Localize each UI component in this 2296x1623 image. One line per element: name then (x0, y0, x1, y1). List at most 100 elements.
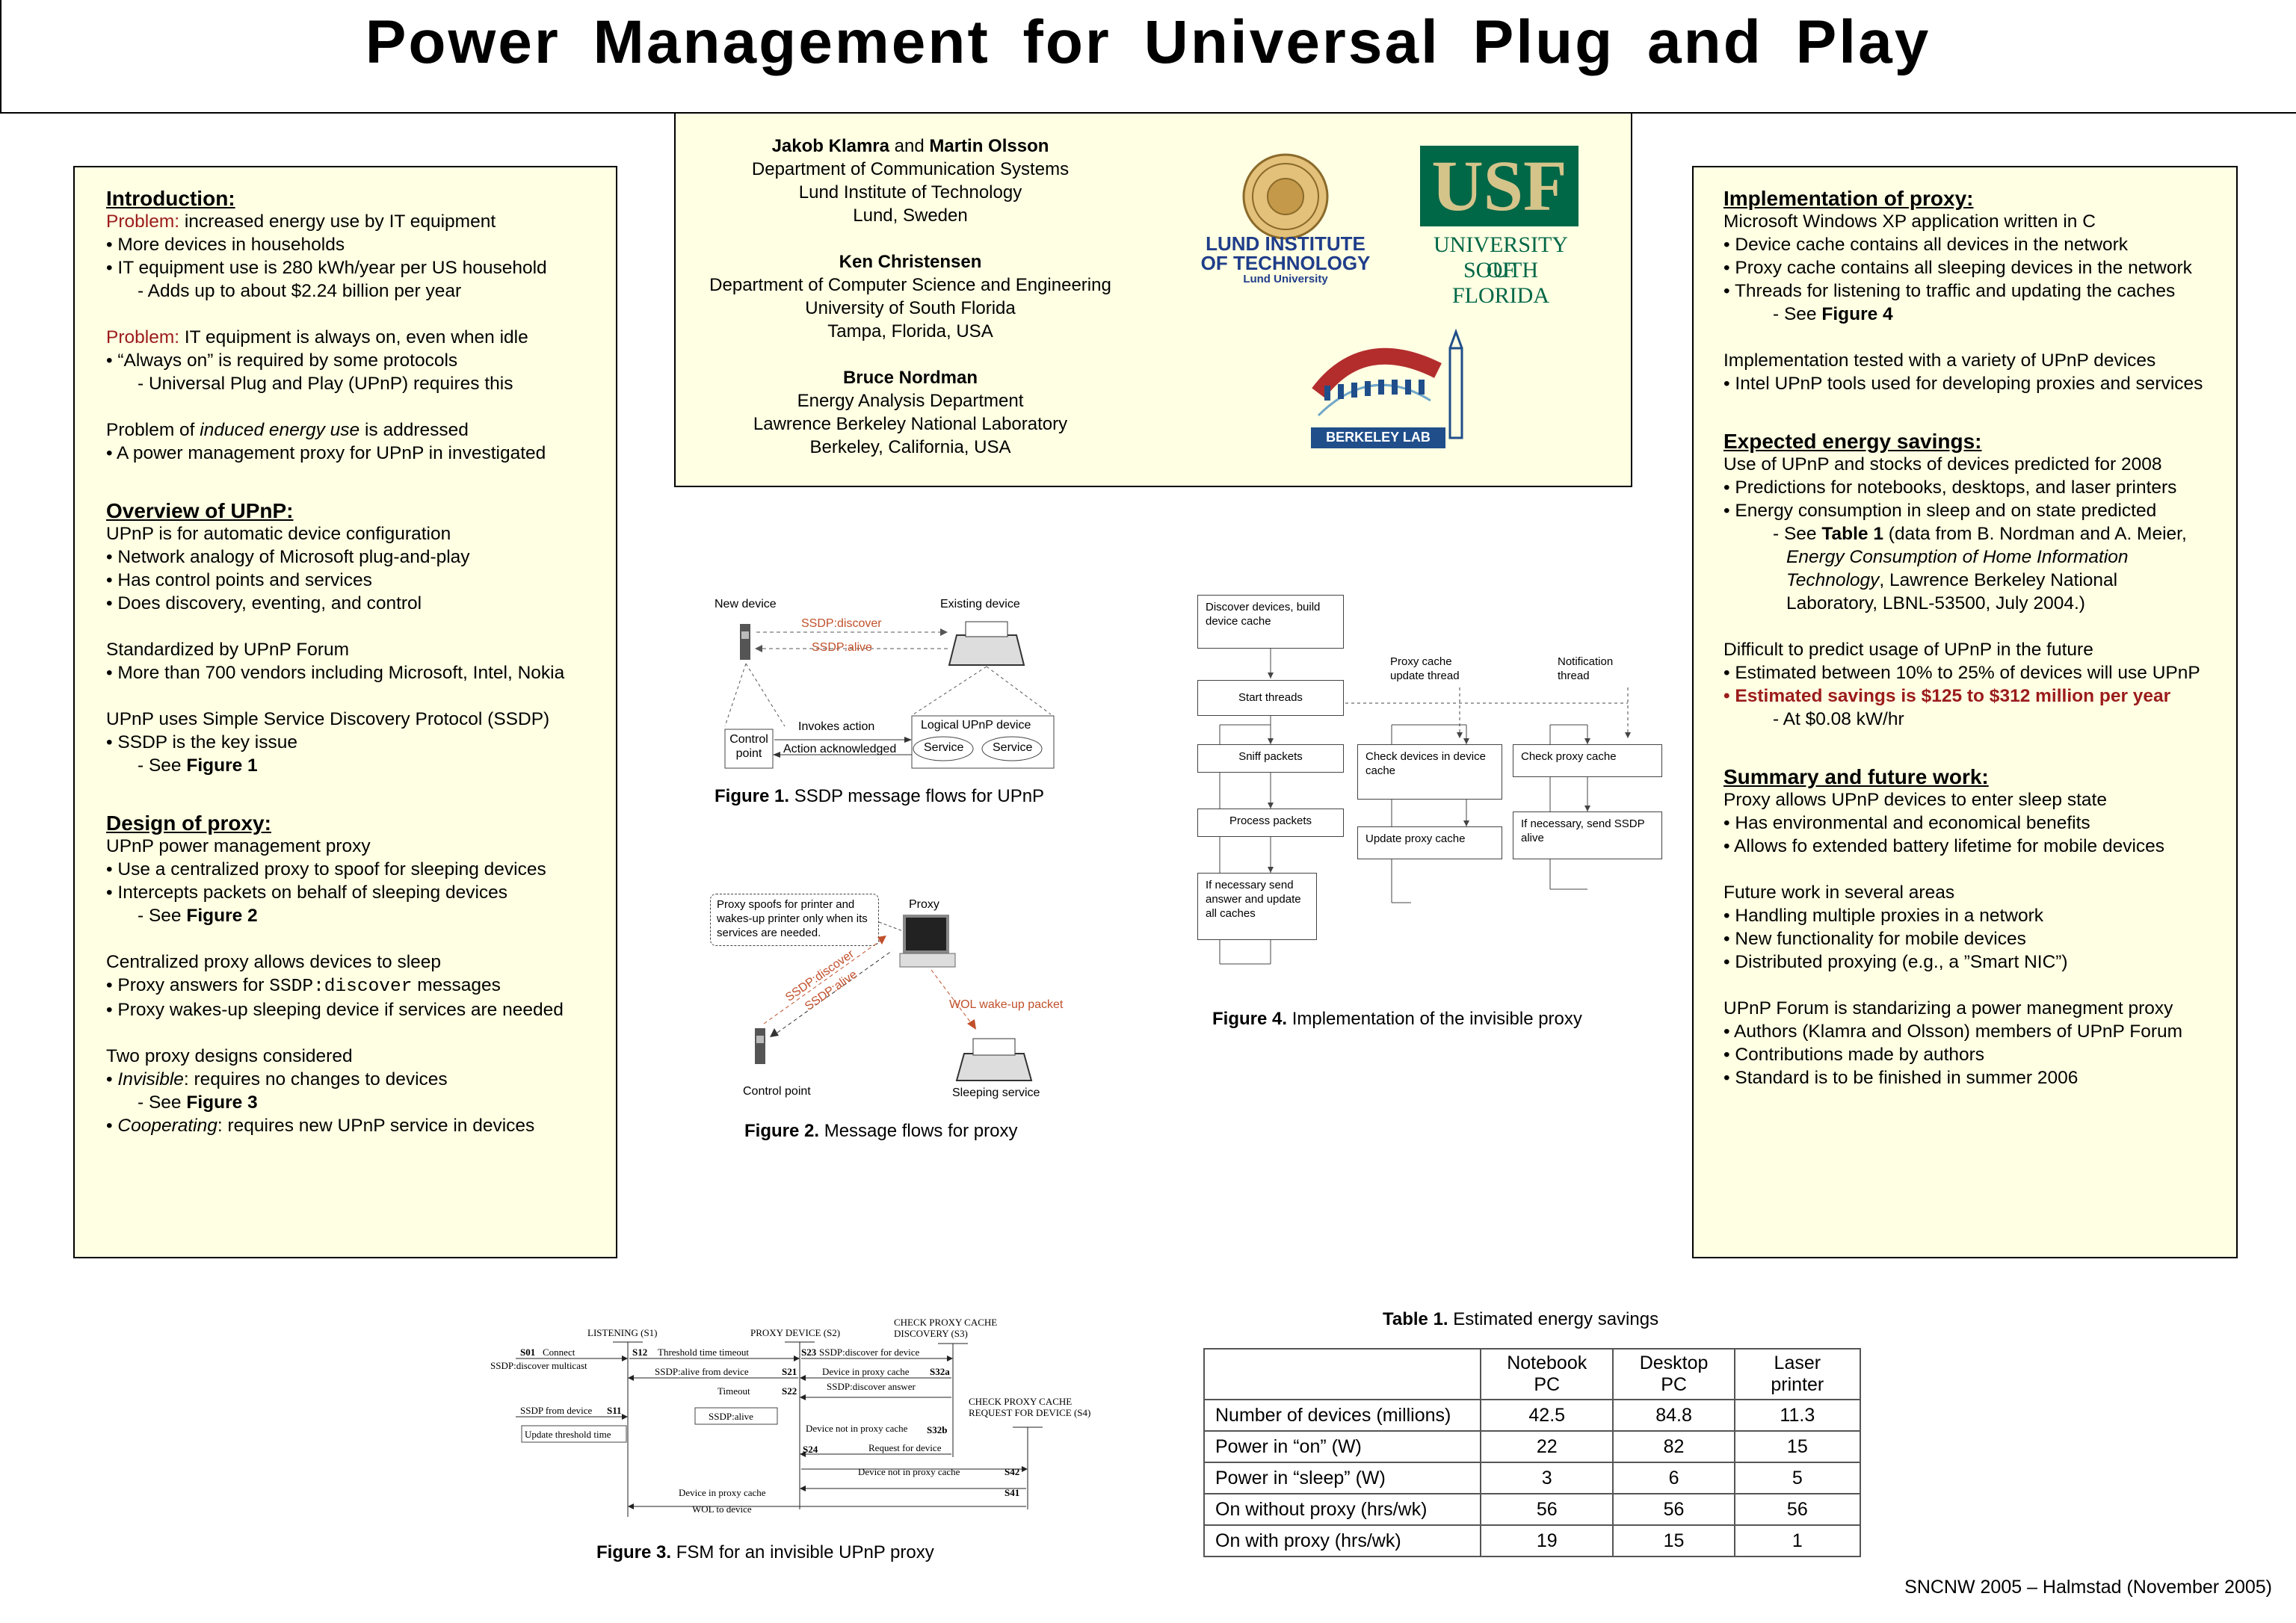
table-header: Laser printer (1733, 1348, 1862, 1400)
invokes-action-label: Invokes action (798, 720, 875, 733)
energy-table: Notebook PC Desktop PC Laser printer Num… (1203, 1348, 1862, 1557)
figure-1-caption: Figure 1. SSDP message flows for UPnP (715, 786, 1045, 806)
intro-bullet: • IT equipment use is 280 kWh/year per U… (106, 258, 547, 278)
savings-bullet: • Estimated between 10% to 25% of device… (1723, 663, 2200, 683)
overview-bullet: • Network analogy of Microsoft plug-and-… (106, 547, 470, 567)
impl-bullet: • Intel UPnP tools used for developing p… (1723, 374, 2203, 394)
printer-icon (955, 1053, 1033, 1081)
table-cell: 84.8 (1612, 1399, 1735, 1432)
savings-bullet: • Predictions for notebooks, desktops, a… (1723, 477, 2177, 498)
lund-name-3: Lund University (1243, 273, 1328, 285)
table-cell: 19 (1479, 1524, 1614, 1557)
design-line: Two proxy designs considered (106, 1046, 353, 1066)
table-cell: 56 (1479, 1493, 1614, 1526)
lund-name-1: LUND INSTITUTE (1206, 232, 1365, 255)
control-point-label: Control point (743, 1085, 811, 1098)
usf-mark (1420, 146, 1578, 226)
table-row: On without proxy (hrs/wk) 56 56 56 (1203, 1493, 1862, 1526)
design-subbullet: - See Figure 3 (138, 1092, 258, 1113)
impl-bullet: • Threads for listening to traffic and u… (1723, 281, 2176, 301)
summary-bullet: • Contributions made by authors (1723, 1045, 1985, 1065)
figure-2-caption: Figure 2. Message flows for proxy (744, 1121, 1018, 1141)
berkeley-logo: BERKELEY LAB (1311, 326, 1490, 453)
transition-label: SSDP:discover answer (827, 1381, 916, 1392)
phone-icon (755, 1028, 765, 1064)
summary-line: UPnP Forum is standarizing a power maneg… (1723, 998, 2173, 1018)
transition-id: S21 (782, 1366, 797, 1377)
impl-subbullet: - See Figure 4 (1773, 304, 1893, 324)
design-bullet: • Intercepts packets on behalf of sleepi… (106, 882, 508, 903)
figure-1-diagram (724, 621, 1055, 769)
table-cell: 42.5 (1479, 1399, 1614, 1432)
berkeley-lab-icon (1311, 328, 1463, 448)
ssdp-discover-label: SSDP:discover (801, 617, 882, 630)
savings-reference: Laboratory, LBNL-53500, July 2004.) (1786, 593, 2085, 613)
notification-thread-label: Notification thread (1558, 655, 1614, 682)
design-bullet: • Invisible: requires no changes to devi… (106, 1069, 448, 1089)
transition-label: Update threshold time (525, 1429, 611, 1440)
transition-label: WOL to device (692, 1503, 752, 1515)
affiliation-line: Department of Communication Systems (751, 159, 1070, 179)
summary-bullet: • Handling multiple proxies in a network (1723, 906, 2044, 926)
savings-bullet: • Energy consumption in sleep and on sta… (1723, 501, 2157, 521)
affiliation-line: University of South Florida (805, 298, 1016, 318)
transition-label: Device not in proxy cache (858, 1466, 960, 1477)
computer-icon (903, 915, 949, 953)
sleeping-service-label: Sleeping service (952, 1086, 1040, 1099)
process-box: Process packets (1197, 809, 1344, 837)
summary-bullet: • Distributed proxying (e.g., a ”Smart N… (1723, 952, 2068, 972)
transition-label: Request for device (868, 1442, 942, 1453)
overview-bullet: • SSDP is the key issue (106, 732, 297, 752)
table-1-caption: Table 1. Estimated energy savings (1383, 1309, 1659, 1329)
control-point-label: Control point (729, 733, 768, 760)
savings-reference: Energy Consumption of Home Information (1786, 547, 2129, 567)
figure-4: Discover devices, build device cache Sta… (1187, 590, 1665, 1039)
footer: SNCNW 2005 – Halmstad (November 2005) (1904, 1577, 2272, 1598)
ssdp-alive-label: SSDP:alive (812, 641, 872, 654)
design-bullet: • Cooperating: requires new UPnP service… (106, 1116, 535, 1136)
figure-2: Proxy spoofs for printer and wakes-up pr… (710, 889, 1084, 1143)
table-cell: 5 (1733, 1462, 1862, 1494)
logical-device-label: Logical UPnP device (921, 719, 1031, 732)
design-bullet: • Use a centralized proxy to spoof for s… (106, 859, 546, 879)
figure-3-diagram (516, 1341, 1043, 1517)
wol-label: WOL wake-up packet (949, 998, 1064, 1011)
overview-bullet: • Has control points and services (106, 570, 372, 590)
intro-subbullet: - Adds up to about $2.24 billion per yea… (138, 281, 462, 301)
summary-heading: Summary and future work: (1723, 765, 1989, 788)
table-cell: 3 (1479, 1462, 1614, 1494)
table-cell: 1 (1733, 1524, 1862, 1557)
table-cell: 56 (1733, 1493, 1862, 1526)
table-cell: On with proxy (hrs/wk) (1203, 1524, 1481, 1557)
table-header: Desktop PC (1612, 1348, 1735, 1400)
lund-seal-icon (1242, 153, 1329, 240)
table-cell: 6 (1612, 1462, 1735, 1494)
figure-2-diagram (755, 915, 1033, 1081)
table-header-row: Notebook PC Desktop PC Laser printer (1203, 1348, 1862, 1400)
service-label: Service (993, 741, 1033, 754)
state-check-discovery: CHECK PROXY CACHE DISCOVERY (S3) (894, 1317, 998, 1339)
design-line: UPnP power management proxy (106, 836, 371, 856)
service-label: Service (924, 741, 964, 754)
figure-3: LISTENING (S1) PROXY DEVICE (S2) CHECK P… (486, 1315, 1114, 1569)
overview-heading: Overview of UPnP: (106, 499, 294, 522)
problem-2: Problem: IT equipment is always on, even… (106, 327, 528, 347)
existing-device-label: Existing device (940, 598, 1020, 610)
affiliation-line: Tampa, Florida, USA (827, 321, 993, 341)
design-bullet: • Proxy answers for SSDP:discover messag… (106, 975, 501, 997)
intro-subbullet: - Universal Plug and Play (UPnP) require… (138, 374, 513, 394)
state-check-request: CHECK PROXY CACHE REQUEST FOR DEVICE (S4… (969, 1396, 1091, 1418)
impl-line: Microsoft Windows XP application written… (1723, 211, 2096, 232)
figure-4-caption: Figure 4. Implementation of the invisibl… (1212, 1009, 1582, 1029)
action-ack-label: Action acknowledged (783, 743, 897, 755)
transition-id: S24 (803, 1444, 818, 1455)
transition-id: S23 (801, 1347, 817, 1358)
summary-bullet: • Allows fo extended battery lifetime fo… (1723, 836, 2165, 856)
intro-bullet: • More devices in households (106, 235, 345, 255)
transition-label: Timeout (718, 1385, 750, 1397)
impl-bullet: • Proxy cache contains all sleeping devi… (1723, 258, 2192, 278)
transition-label: SSDP:alive (709, 1411, 753, 1422)
lund-logo: LUND INSTITUTE OF TECHNOLOGY Lund Univer… (1196, 146, 1375, 288)
summary-bullet: • New functionality for mobile devices (1723, 929, 2026, 949)
impl-bullet: • Device cache contains all devices in t… (1723, 235, 2129, 255)
